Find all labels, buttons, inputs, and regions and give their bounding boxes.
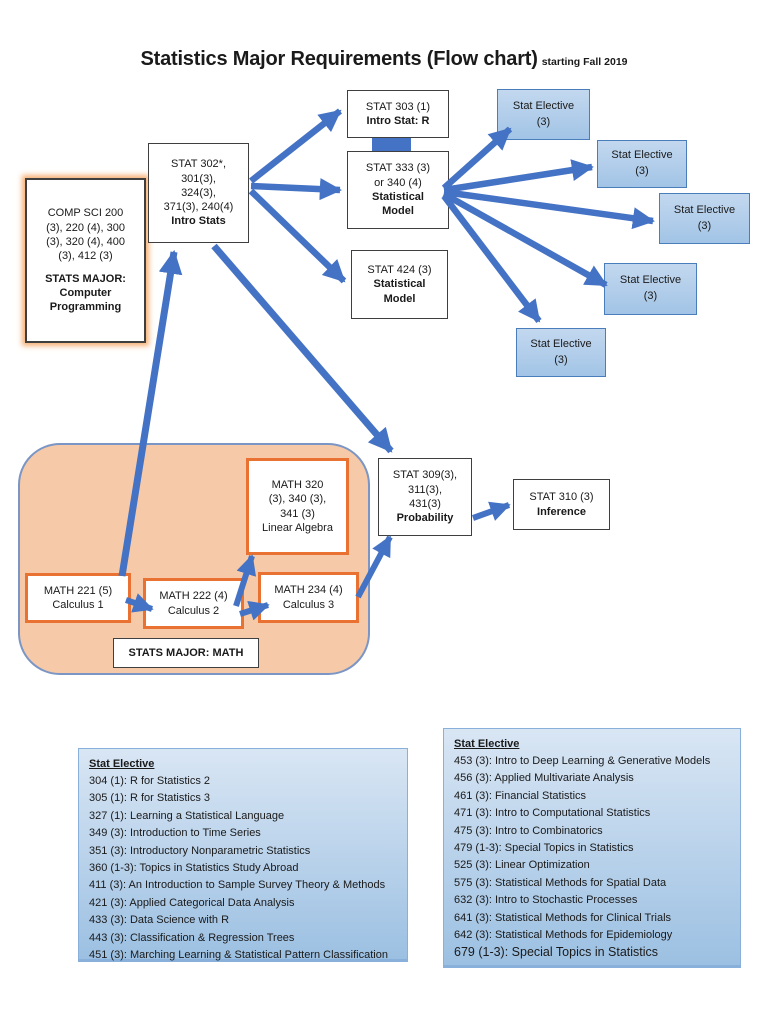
list-item: 461 (3): Financial Statistics [454,789,587,802]
statistical-model-333-box: STAT 333 (3) or 340 (4) Statistical Mode… [347,151,449,229]
stat-elective-box-2: Stat Elective (3) [597,140,687,188]
list-item: 360 (1-3): Topics in Statistics Study Ab… [89,862,299,875]
list-item: 475 (3): Intro to Combinatorics [454,824,603,837]
arrow-stat333-to-elective5 [441,194,542,323]
list-item: 679 (1-3): Special Topics in Statistics [454,945,659,960]
list-item: 642 (3): Statistical Methods for Epidemi… [454,929,673,942]
stats-major-math-label: STATS MAJOR: MATH [128,646,244,659]
stat-elective-box-4: Stat Elective (3) [604,263,697,315]
math222-courses: MATH 222 (4) [159,590,228,603]
math222-box: MATH 222 (4) Calculus 2 [143,578,244,629]
math221-courses: MATH 221 (5) [43,584,113,597]
intro-stat-r-courses: STAT 303 (1) [365,100,431,113]
list-item: 433 (3): Data Science with R [89,914,230,927]
inference-box: STAT 310 (3) Inference [513,479,610,530]
statistical-model-424-box: STAT 424 (3) Statistical Model [351,250,448,319]
page-title: Statistics Major Requirements (Flow char… [0,48,768,71]
statistical-model-333-courses: STAT 333 (3) or 340 (4) [365,162,431,189]
intro-stats-courses: STAT 302*, 301(3), 324(3), 371(3), 240(4… [163,158,234,214]
inference-courses: STAT 310 (3) [529,491,594,504]
intro-stats-box: STAT 302*, 301(3), 324(3), 371(3), 240(4… [148,143,249,243]
intro-stat-r-box: STAT 303 (1) Intro Stat: R [347,90,449,138]
stat-elective-list-right-items: 453 (3): Intro to Deep Learning & Genera… [454,753,740,962]
comp-sci-box: COMP SCI 200 (3), 220 (4), 300 (3), 320 … [25,178,146,343]
math234-label: Calculus 3 [282,598,335,611]
list-item: 453 (3): Intro to Deep Learning & Genera… [454,755,711,767]
probability-label: Probability [396,512,454,525]
math234-courses: MATH 234 (4) [274,584,343,597]
list-item: 351 (3): Introductory Nonparametric Stat… [89,844,311,857]
list-item: 641 (3): Statistical Methods for Clinica… [454,911,672,924]
statistical-model-333-label: Statistical Model [372,191,424,218]
comp-sci-label: STATS MAJOR: Computer Programming [45,272,126,314]
list-item: 327 (1): Learning a Statistical Language [89,809,285,822]
arrow-introstats-to-stat424 [248,188,347,284]
math320-courses: MATH 320 (3), 340 (3), 341 (3) [268,478,327,520]
arrow-introstats-to-stat303 [248,108,343,184]
list-item: 456 (3): Applied Multivariate Analysis [454,772,634,785]
list-item: 451 (3): Marching Learning & Statistical… [89,949,388,962]
list-item: 421 (3): Applied Categorical Data Analys… [89,896,295,909]
statistical-model-424-courses: STAT 424 (3) [367,264,432,277]
probability-box: STAT 309(3), 311(3), 431(3) Probability [378,458,472,536]
math221-box: MATH 221 (5) Calculus 1 [25,573,131,623]
stat-elective-list-left-items: 304 (1): R for Statistics 2 305 (1): R fo… [89,773,407,964]
list-item: 632 (3): Intro to Stochastic Processes [454,894,638,907]
stat-elective-list-right-header: Stat Elective [454,738,520,750]
list-item: 304 (1): R for Statistics 2 [89,775,211,787]
arrow-stat333-to-elective3 [443,188,655,230]
list-item: 411 (3): An Introduction to Sample Surve… [89,879,386,892]
stats-major-math-label-box: STATS MAJOR: MATH [113,638,259,668]
list-item: 525 (3): Linear Optimization [454,859,590,872]
intro-stat-r-label: Intro Stat: R [366,115,430,127]
list-item: 305 (1): R for Statistics 3 [89,792,211,805]
list-item: 575 (3): Statistical Methods for Spatial… [454,876,667,889]
arrow-introstats-to-stat333 [250,178,342,201]
arrow-probability-to-inference [471,501,511,521]
math234-box: MATH 234 (4) Calculus 3 [258,572,359,623]
stat-elective-list-left-header: Stat Elective [89,758,155,770]
math320-box: MATH 320 (3), 340 (3), 341 (3) Linear Al… [246,458,349,555]
stat-elective-list-left: Stat Elective 304 (1): R for Statistics … [78,748,408,962]
stat303-stat333-connector [372,138,411,151]
title-subtext: starting Fall 2019 [541,56,628,68]
stat-elective-box-5: Stat Elective (3) [516,328,606,377]
stat-elective-box-1: Stat Elective (3) [497,89,590,140]
math320-label: Linear Algebra [262,521,333,534]
title-text: Statistics Major Requirements (Flow char… [140,48,538,70]
arrow-stat333-to-elective2 [443,159,594,194]
inference-label: Inference [537,505,586,518]
statistical-model-424-label: Statistical Model [373,278,426,305]
list-item: 471 (3): Intro to Computational Statisti… [454,807,651,820]
math222-label: Calculus 2 [167,604,220,617]
stat-elective-list-right: Stat Elective 453 (3): Intro to Deep Lea… [443,728,741,968]
intro-stats-label: Intro Stats [171,215,226,228]
list-item: 349 (3): Introduction to Time Series [89,827,261,840]
comp-sci-courses: COMP SCI 200 (3), 220 (4), 300 (3), 320 … [46,207,125,263]
arrow-stat333-to-elective4 [442,191,608,288]
math221-label: Calculus 1 [52,599,104,611]
list-item: 479 (1-3): Special Topics in Statistics [454,842,634,855]
probability-courses: STAT 309(3), 311(3), 431(3) [392,469,458,510]
stat-elective-box-3: Stat Elective (3) [659,193,750,244]
list-item: 443 (3): Classification & Regression Tre… [89,931,295,944]
